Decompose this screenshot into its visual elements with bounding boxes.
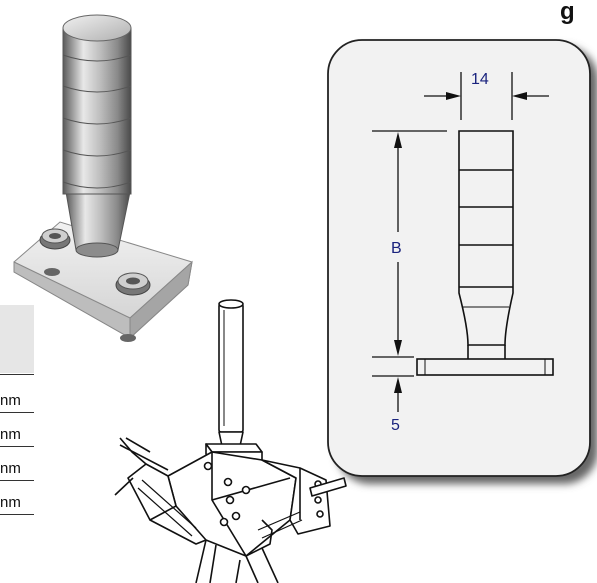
arrow-icon — [512, 92, 527, 100]
title-fragment: g — [560, 0, 575, 25]
arrow-icon — [394, 340, 402, 356]
table-divider — [0, 374, 34, 375]
arrow-icon — [446, 92, 461, 100]
table-row: nm — [0, 492, 34, 515]
table-header — [0, 305, 34, 373]
arrow-icon — [394, 132, 402, 148]
table-row: nm — [0, 390, 34, 413]
column-profile — [416, 130, 554, 376]
width-label: 14 — [471, 71, 489, 88]
table-row: nm — [0, 424, 34, 447]
base-thickness-label: 5 — [391, 417, 400, 434]
height-dimension — [372, 130, 447, 412]
assembly-line-drawing — [114, 299, 347, 583]
table-row: nm — [0, 458, 34, 481]
dimension-panel: 14 B 5 — [327, 39, 597, 484]
arrow-icon — [394, 377, 402, 393]
rendered-part-3d — [13, 14, 193, 342]
height-label: B — [391, 240, 402, 257]
